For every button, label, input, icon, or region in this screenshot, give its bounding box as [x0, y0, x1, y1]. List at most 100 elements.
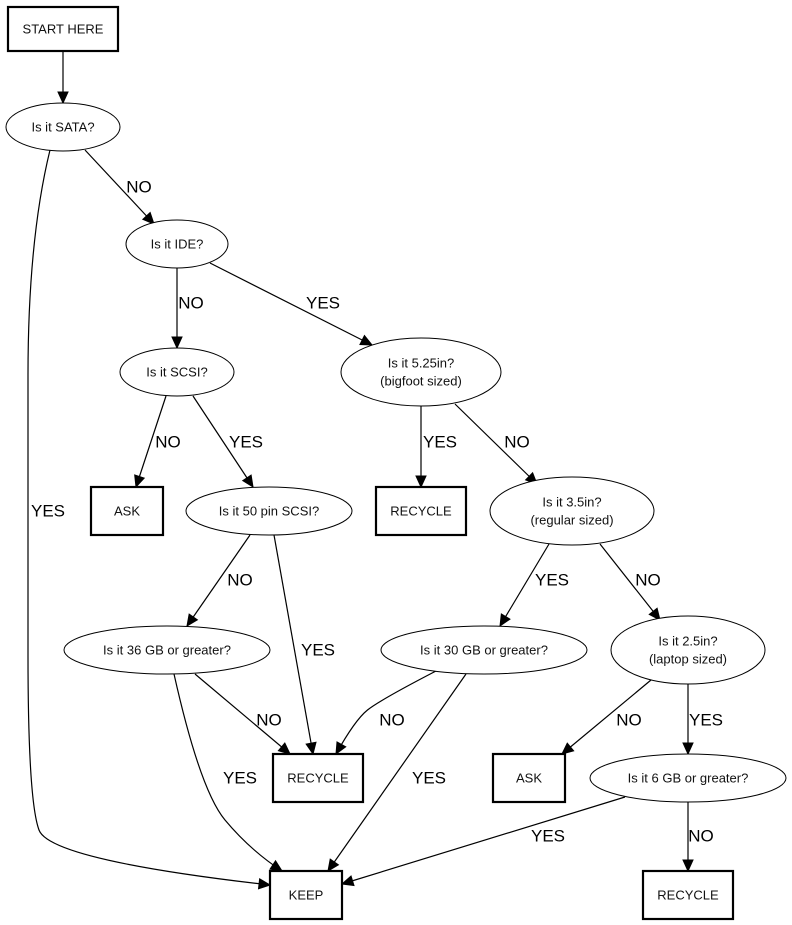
arrowhead-icon [648, 607, 661, 621]
edge-label-yes: YES [31, 502, 65, 521]
edge-line [209, 262, 373, 346]
edge-line [561, 679, 652, 755]
decision-ellipse [63, 625, 271, 675]
node-gb36[interactable]: Is it 36 GB or greater? [63, 625, 271, 675]
arrowhead-icon [257, 877, 272, 890]
edge-label-no: NO [504, 433, 530, 452]
node-label: Is it 2.5in? [658, 634, 717, 649]
edge-ide-to-s525: YES [209, 262, 374, 346]
node-label: Is it 5.25in? [388, 356, 455, 371]
node-recycle3[interactable]: RECYCLE [641, 869, 735, 921]
node-gb6[interactable]: Is it 6 GB or greater? [589, 753, 787, 803]
node-label: Is it SCSI? [146, 365, 207, 380]
edge-line [194, 673, 291, 755]
edge-label-no: NO [379, 711, 405, 730]
arrowhead-icon [57, 91, 69, 105]
node-s35[interactable]: Is it 3.5in? (regular sized) [489, 476, 655, 546]
edge-scsi-to-ask1: NO [134, 395, 181, 489]
edge-pin50-to-recycle2: YES [273, 534, 335, 756]
node-label: START HERE [23, 22, 104, 37]
edge-gb6-to-keep: YES [340, 796, 626, 887]
node-label: RECYCLE [657, 888, 719, 903]
edge-line [273, 534, 314, 755]
edge-label-yes: YES [535, 571, 569, 590]
edge-gb36-to-keep: YES [173, 673, 284, 872]
arrowhead-icon [141, 211, 155, 225]
node-label: (bigfoot sized) [380, 374, 462, 389]
node-sata[interactable]: Is it SATA? [5, 102, 121, 152]
arrowhead-icon [269, 859, 284, 872]
edge-label-yes: YES [689, 711, 723, 730]
node-recycle1[interactable]: RECYCLE [374, 485, 468, 537]
node-label: Is it 36 GB or greater? [103, 643, 231, 658]
node-gb30[interactable]: Is it 30 GB or greater? [380, 625, 588, 675]
edge-s35-to-s25: NO [599, 543, 661, 621]
edge-scsi-to-pin50: YES [192, 395, 263, 489]
outcome-box [491, 752, 567, 804]
decision-ellipse [610, 615, 766, 685]
edge-line [84, 149, 155, 225]
node-ask2[interactable]: ASK [491, 752, 567, 804]
arrowhead-icon [415, 475, 427, 489]
node-label: (regular sized) [530, 513, 613, 528]
edge-s525-to-s35: NO [454, 403, 538, 485]
arrowhead-icon [561, 742, 575, 755]
edge-label-yes: YES [306, 294, 340, 313]
edge-gb6-to-recycle3: NO [682, 802, 714, 873]
edge-label-yes: YES [223, 769, 257, 788]
edge-s25-to-ask2: NO [561, 679, 652, 755]
edge-gb30-to-keep: YES [327, 673, 467, 872]
edge-line [173, 673, 283, 872]
arrowhead-icon [499, 613, 511, 628]
node-pin50[interactable]: Is it 50 pin SCSI? [185, 486, 353, 536]
arrowhead-icon [682, 859, 694, 873]
edge-label-no: NO [256, 711, 282, 730]
node-label: (laptop sized) [649, 652, 727, 667]
edge-line [27, 149, 271, 886]
decision-ellipse [5, 102, 121, 152]
decision-ellipse [340, 337, 502, 407]
edges-layer: NO YES NO YES NO YES YES NO NO YES YES NO NO YES NO YES… [27, 51, 723, 890]
node-label: Is it 6 GB or greater? [628, 771, 749, 786]
edge-label-yes: YES [531, 827, 565, 846]
edge-label-yes: YES [301, 641, 335, 660]
node-label: Is it 3.5in? [542, 495, 601, 510]
edge-label-yes: YES [229, 433, 263, 452]
edge-label-no: NO [635, 571, 661, 590]
node-start[interactable]: START HERE [6, 5, 120, 53]
node-s525[interactable]: Is it 5.25in? (bigfoot sized) [340, 337, 502, 407]
edge-start-to-sata [57, 51, 69, 105]
node-label: Is it 30 GB or greater? [420, 643, 548, 658]
outcome-box [268, 869, 344, 921]
outcome-box [374, 485, 468, 537]
outcome-box [641, 869, 735, 921]
decision-ellipse [489, 476, 655, 546]
node-label: ASK [516, 771, 542, 786]
edge-line [186, 534, 251, 627]
node-s25[interactable]: Is it 2.5in? (laptop sized) [610, 615, 766, 685]
edge-line [335, 670, 437, 755]
node-ask1[interactable]: ASK [89, 485, 165, 537]
node-recycle2[interactable]: RECYCLE [271, 752, 365, 804]
node-ide[interactable]: Is it IDE? [125, 219, 229, 269]
edge-s25-to-gb6: YES [682, 684, 723, 756]
edge-line [135, 395, 167, 488]
decision-ellipse [119, 347, 235, 397]
edge-label-yes: YES [412, 769, 446, 788]
node-label: RECYCLE [287, 771, 349, 786]
edge-s525-to-recycle1: YES [415, 406, 457, 489]
edge-line [341, 796, 626, 885]
node-scsi[interactable]: Is it SCSI? [119, 347, 235, 397]
node-label: ASK [114, 504, 140, 519]
arrowhead-icon [277, 742, 291, 755]
arrowhead-icon [340, 875, 355, 887]
arrowhead-icon [186, 613, 199, 627]
arrowhead-icon [171, 336, 183, 350]
decision-ellipse [380, 625, 588, 675]
edge-label-no: NO [155, 433, 181, 452]
arrowhead-icon [327, 858, 340, 872]
node-keep[interactable]: KEEP [268, 869, 344, 921]
edge-pin50-to-gb36: NO [186, 534, 253, 627]
edge-line [454, 403, 538, 485]
